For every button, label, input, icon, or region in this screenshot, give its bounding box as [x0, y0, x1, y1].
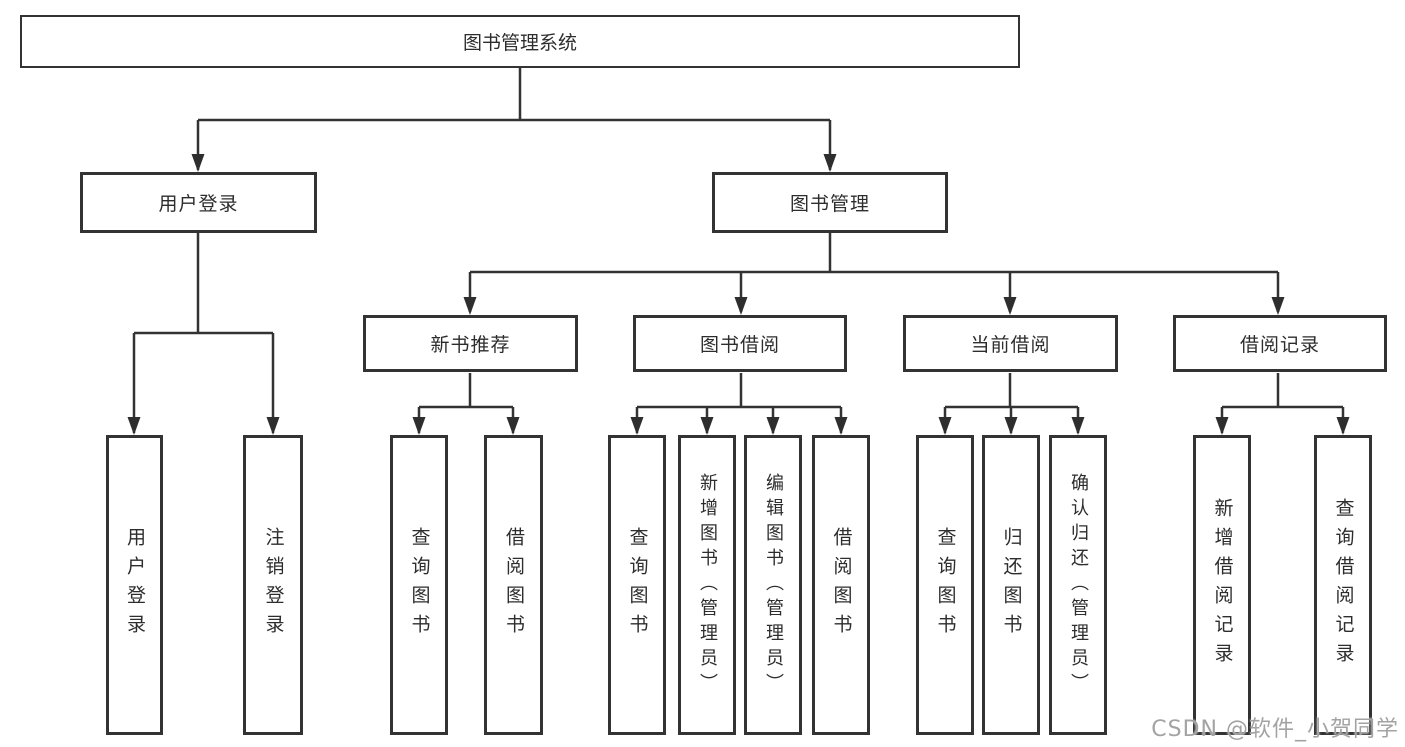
- leaf-query-books-3: 查询图书: [916, 435, 974, 735]
- node-label: 新增借阅记录: [1211, 498, 1234, 672]
- leaf-query-books-1: 查询图书: [390, 435, 448, 735]
- node-user-login-branch: 用户登录: [80, 172, 317, 233]
- csdn-watermark: CSDN @软件_小贺同学: [1151, 717, 1399, 742]
- leaf-add-books-admin: 新增图书（管理员）: [678, 435, 736, 735]
- node-book-management-branch: 图书管理: [712, 172, 948, 233]
- node-label: 图书借阅: [699, 334, 780, 356]
- node-label: 用户登录: [124, 527, 146, 643]
- node-label: 新增图书（管理员）: [697, 472, 718, 698]
- node-current-borrow: 当前借阅: [903, 315, 1118, 372]
- node-label: 编辑图书（管理员）: [763, 472, 784, 698]
- node-label: 新书推荐: [430, 334, 511, 356]
- node-label: 查询图书: [934, 527, 957, 643]
- node-borrow-records: 借阅记录: [1173, 315, 1387, 372]
- leaf-logout: 注销登录: [243, 435, 303, 735]
- node-system-root: 图书管理系统: [20, 15, 1020, 68]
- node-label: 注销登录: [262, 527, 285, 643]
- leaf-edit-books-admin: 编辑图书（管理员）: [744, 435, 802, 735]
- node-new-book-recommend: 新书推荐: [363, 315, 578, 372]
- leaf-return-books: 归还图书: [982, 435, 1040, 735]
- leaf-query-borrow-record: 查询借阅记录: [1314, 435, 1372, 735]
- node-label: 用户登录: [158, 193, 239, 215]
- arrowheads: [127, 154, 1350, 435]
- node-label: 借阅图书: [503, 527, 525, 643]
- node-book-borrow: 图书借阅: [633, 315, 847, 372]
- leaf-query-books-2: 查询图书: [608, 435, 666, 735]
- leaf-borrow-books-2: 借阅图书: [812, 435, 870, 735]
- node-label: 查询图书: [408, 527, 431, 643]
- leaf-borrow-books-1: 借阅图书: [484, 435, 543, 735]
- leaf-user-login: 用户登录: [106, 435, 163, 735]
- node-label: 借阅记录: [1239, 334, 1320, 356]
- node-label: 当前借阅: [970, 334, 1051, 356]
- leaf-add-borrow-record: 新增借阅记录: [1193, 435, 1251, 735]
- node-label: 图书管理系统: [462, 32, 577, 54]
- node-label: 确认归还（管理员）: [1068, 472, 1089, 698]
- node-label: 图书管理: [789, 193, 870, 215]
- node-label: 归还图书: [1000, 527, 1023, 643]
- leaf-confirm-return-admin: 确认归还（管理员）: [1049, 435, 1107, 735]
- tree-edges: [132, 67, 1345, 433]
- node-label: 查询借阅记录: [1332, 498, 1355, 672]
- node-label: 借阅图书: [830, 527, 853, 643]
- node-label: 查询图书: [626, 527, 649, 643]
